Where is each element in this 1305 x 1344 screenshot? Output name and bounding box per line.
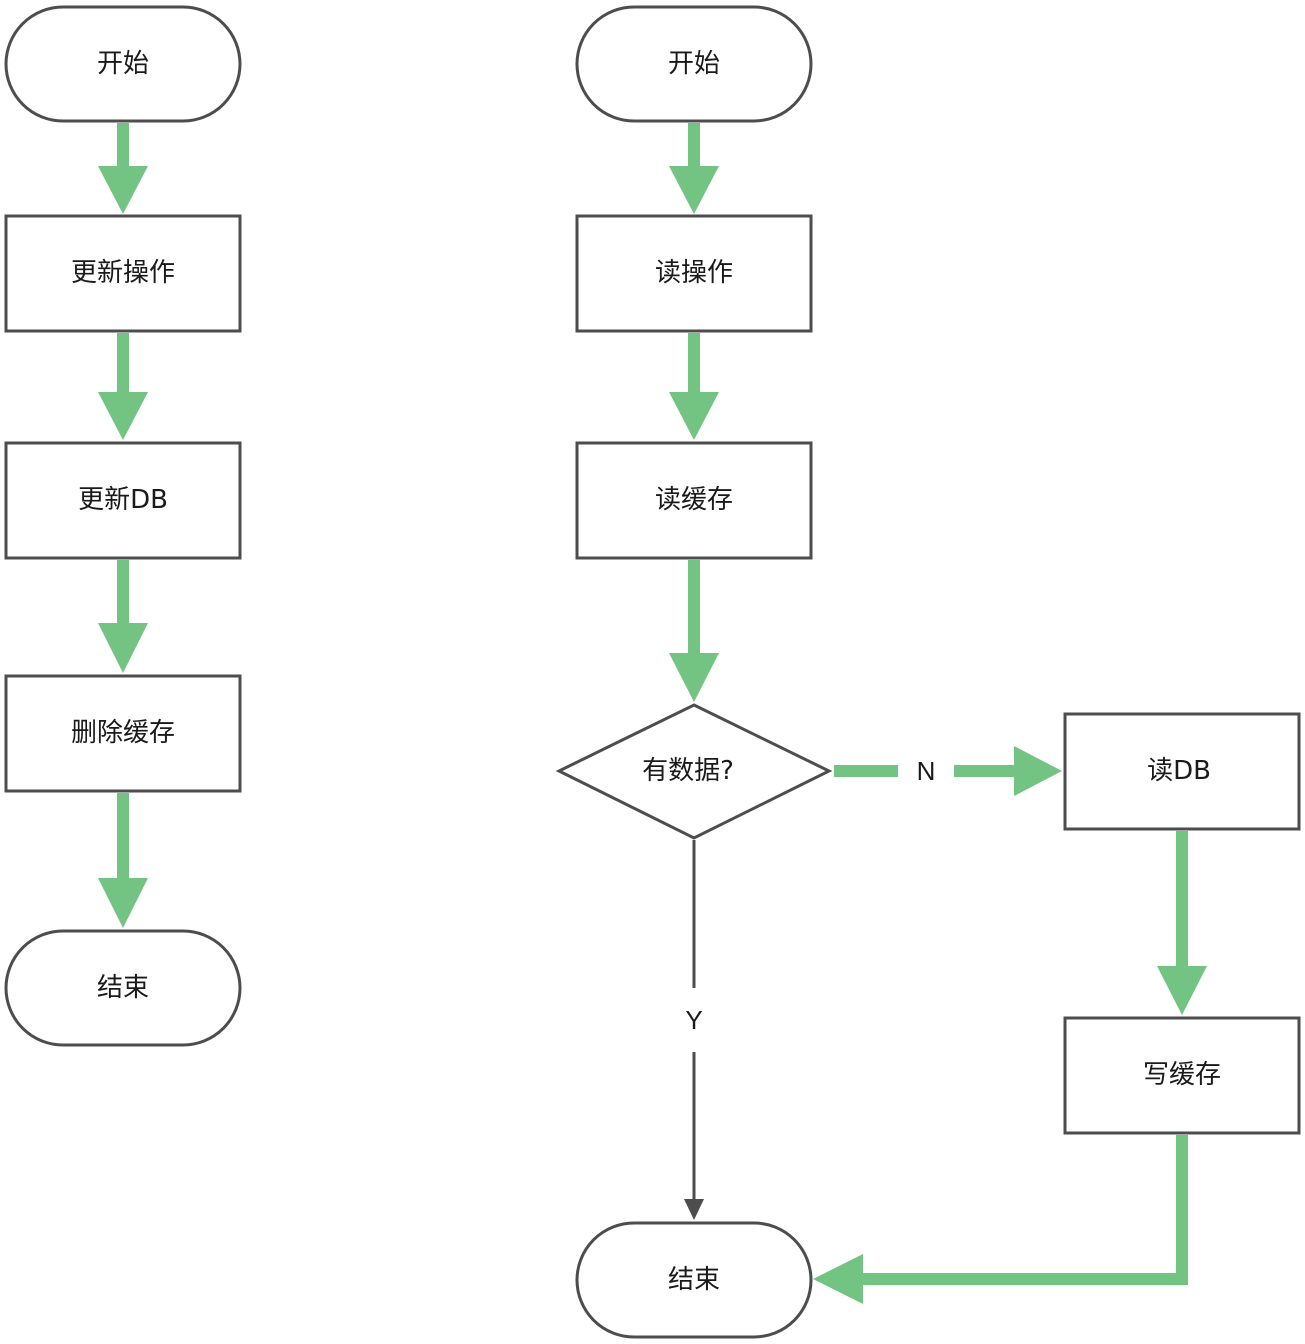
has-data-decision[interactable]: 有数据?	[555, 703, 833, 840]
arrow-update-db-to-delete-cache	[98, 560, 148, 673]
arrow-write-cache-to-end	[813, 1135, 1188, 1304]
read-cache-node[interactable]: 读缓存	[575, 441, 813, 560]
write-cache-node[interactable]: 写缓存	[1063, 1016, 1301, 1135]
arrow-start-to-update-op	[98, 123, 148, 214]
update-end-node[interactable]: 结束	[4, 929, 242, 1047]
arrow-decision-to-end	[684, 840, 704, 1220]
arrow-start-to-read-op	[669, 123, 719, 214]
read-db-node[interactable]: 读DB	[1063, 712, 1301, 831]
delete-cache-node[interactable]: 删除缓存	[4, 674, 242, 793]
update-end-label: 结束	[97, 973, 149, 1003]
read-flow: 开始 读操作 读缓存 有数据?	[555, 5, 1301, 1339]
read-start-label: 开始	[668, 49, 720, 79]
update-flow: 开始 更新操作 更新DB 删除缓存	[4, 5, 242, 1047]
arrow-read-cache-to-decision	[669, 560, 719, 702]
read-start-node[interactable]: 开始	[575, 5, 813, 123]
write-cache-label: 写缓存	[1143, 1060, 1221, 1090]
delete-cache-label: 删除缓存	[71, 718, 175, 748]
edge-label-no: N	[917, 756, 936, 786]
read-db-label: 读DB	[1147, 756, 1211, 786]
read-cache-label: 读缓存	[655, 485, 733, 515]
read-end-node[interactable]: 结束	[575, 1221, 813, 1339]
update-op-node[interactable]: 更新操作	[4, 214, 242, 333]
update-start-label: 开始	[97, 49, 149, 79]
has-data-label: 有数据?	[642, 756, 734, 786]
update-db-label: 更新DB	[78, 485, 168, 515]
update-db-node[interactable]: 更新DB	[4, 441, 242, 560]
arrow-update-op-to-update-db	[98, 333, 148, 440]
arrow-decision-to-read-db	[834, 746, 1062, 796]
read-op-node[interactable]: 读操作	[575, 214, 813, 333]
update-start-node[interactable]: 开始	[4, 5, 242, 123]
arrow-delete-cache-to-end	[98, 793, 148, 928]
read-end-label: 结束	[668, 1265, 720, 1295]
arrow-read-db-to-write-cache	[1157, 831, 1207, 1015]
edge-label-yes: Y	[685, 1005, 702, 1035]
update-op-label: 更新操作	[71, 258, 175, 288]
arrow-read-op-to-read-cache	[669, 333, 719, 440]
read-op-label: 读操作	[655, 258, 733, 288]
